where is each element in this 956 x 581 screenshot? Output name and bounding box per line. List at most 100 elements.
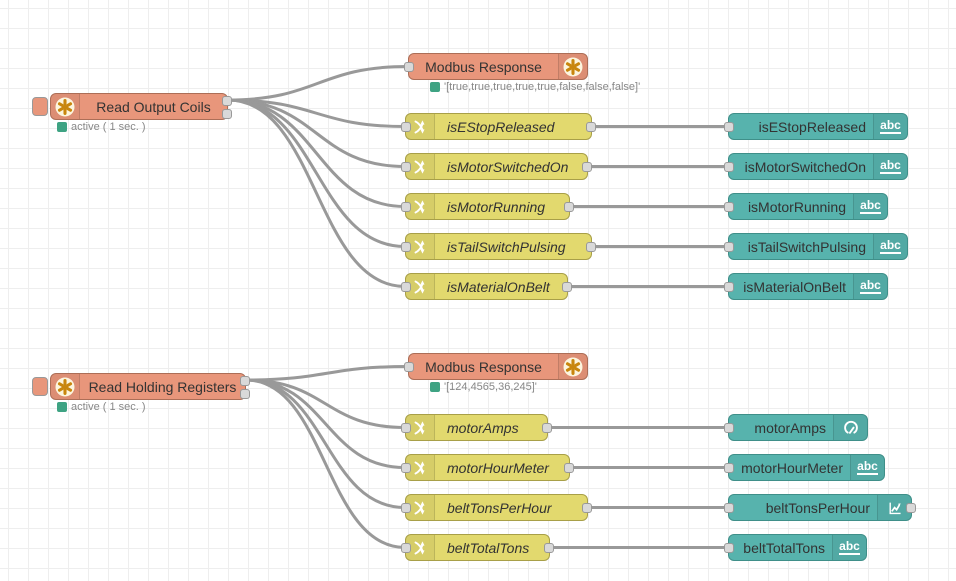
- node-switch-isTailSwitchPulsing[interactable]: isTailSwitchPulsing: [401, 233, 596, 260]
- node-switch-isMotorSwitchedOn[interactable]: isMotorSwitchedOn: [401, 153, 592, 180]
- wire[interactable]: [226, 65, 410, 102]
- output-port-1[interactable]: [222, 96, 232, 106]
- node-action-button[interactable]: [32, 97, 48, 116]
- status-text: '[124,4565,36,245]': [444, 381, 537, 393]
- node-text-beltTotalTons[interactable]: beltTotalTons abc: [724, 534, 867, 561]
- gauge-icon: [833, 415, 867, 440]
- node-text-isMotorSwitchedOn[interactable]: isMotorSwitchedOn abc: [724, 153, 908, 180]
- abc-icon: abc: [873, 154, 907, 179]
- node-gauge-motorAmps[interactable]: motorAmps: [724, 414, 868, 441]
- node-label: beltTotalTons: [743, 539, 825, 556]
- input-port[interactable]: [724, 502, 734, 513]
- output-port[interactable]: [582, 502, 592, 513]
- node-switch-isEStopReleased[interactable]: isEStopReleased: [401, 113, 596, 140]
- node-status: active ( 1 sec. ): [57, 401, 146, 413]
- input-port[interactable]: [724, 281, 734, 292]
- wire[interactable]: [244, 365, 410, 382]
- node-label: isTailSwitchPulsing: [747, 238, 866, 255]
- wire[interactable]: [244, 378, 407, 549]
- node-action-button[interactable]: [32, 377, 48, 396]
- abc-icon: abc: [850, 455, 884, 480]
- modbus-flower-icon: [558, 54, 587, 79]
- output-port-1[interactable]: [240, 376, 250, 386]
- input-port[interactable]: [724, 462, 734, 473]
- output-port-2[interactable]: [240, 389, 250, 399]
- node-label: motorHourMeter: [741, 459, 843, 476]
- output-port[interactable]: [582, 161, 592, 172]
- line-chart-icon: [877, 495, 911, 520]
- input-port[interactable]: [401, 161, 411, 172]
- abc-icon: abc: [873, 114, 907, 139]
- input-port[interactable]: [724, 121, 734, 132]
- modbus-flower-icon: [51, 94, 80, 119]
- node-switch-isMaterialOnBelt[interactable]: isMaterialOnBelt: [401, 273, 572, 300]
- node-label: beltTotalTons: [447, 539, 530, 556]
- node-text-isEStopReleased[interactable]: isEStopReleased abc: [724, 113, 908, 140]
- input-port[interactable]: [404, 61, 414, 72]
- node-read-holding-registers[interactable]: Read Holding Registers: [32, 373, 250, 400]
- output-port-2[interactable]: [222, 109, 232, 119]
- node-chart-beltTonsPerHour[interactable]: beltTonsPerHour: [724, 494, 916, 521]
- output-port[interactable]: [564, 462, 574, 473]
- node-modbus-response-bottom[interactable]: Modbus Response: [404, 353, 588, 380]
- status-dot-icon: [430, 382, 440, 392]
- output-port[interactable]: [564, 201, 574, 212]
- status-dot-icon: [57, 122, 67, 132]
- wire[interactable]: [244, 378, 407, 429]
- status-text: active ( 1 sec. ): [71, 401, 146, 413]
- node-label: Modbus Response: [425, 58, 542, 75]
- output-port[interactable]: [906, 502, 916, 513]
- node-label: isTailSwitchPulsing: [447, 238, 566, 255]
- output-port[interactable]: [562, 281, 572, 292]
- node-label: isMotorSwitchedOn: [744, 158, 866, 175]
- input-port[interactable]: [724, 422, 734, 433]
- wire[interactable]: [244, 378, 407, 469]
- wire[interactable]: [226, 98, 407, 248]
- input-port[interactable]: [401, 121, 411, 132]
- node-text-isTailSwitchPulsing[interactable]: isTailSwitchPulsing abc: [724, 233, 908, 260]
- wire[interactable]: [226, 98, 407, 208]
- abc-icon: abc: [832, 535, 866, 560]
- input-port[interactable]: [401, 422, 411, 433]
- input-port[interactable]: [724, 241, 734, 252]
- node-switch-beltTotalTons[interactable]: beltTotalTons: [401, 534, 554, 561]
- input-port[interactable]: [401, 281, 411, 292]
- input-port[interactable]: [401, 462, 411, 473]
- abc-icon: abc: [873, 234, 907, 259]
- input-port[interactable]: [724, 542, 734, 553]
- node-label: isMotorRunning: [447, 198, 546, 215]
- node-read-output-coils[interactable]: Read Output Coils: [32, 93, 232, 120]
- node-label: isMaterialOnBelt: [447, 278, 550, 295]
- output-port[interactable]: [544, 542, 554, 553]
- wire[interactable]: [244, 378, 407, 509]
- node-text-isMotorRunning[interactable]: isMotorRunning abc: [724, 193, 888, 220]
- node-text-isMaterialOnBelt[interactable]: isMaterialOnBelt abc: [724, 273, 888, 300]
- node-label: beltTonsPerHour: [765, 499, 870, 516]
- output-port[interactable]: [586, 121, 596, 132]
- input-port[interactable]: [404, 361, 414, 372]
- node-label: Read Output Coils: [96, 98, 211, 115]
- node-switch-motorHourMeter[interactable]: motorHourMeter: [401, 454, 574, 481]
- input-port[interactable]: [401, 201, 411, 212]
- input-port[interactable]: [401, 502, 411, 513]
- wire[interactable]: [226, 98, 407, 128]
- node-switch-beltTonsPerHour[interactable]: beltTonsPerHour: [401, 494, 592, 521]
- node-modbus-response-top[interactable]: Modbus Response: [404, 53, 588, 80]
- node-switch-isMotorRunning[interactable]: isMotorRunning: [401, 193, 574, 220]
- input-port[interactable]: [724, 161, 734, 172]
- input-port[interactable]: [401, 241, 411, 252]
- input-port[interactable]: [724, 201, 734, 212]
- input-port[interactable]: [401, 542, 411, 553]
- status-dot-icon: [57, 402, 67, 412]
- wire[interactable]: [226, 98, 407, 288]
- node-label: isEStopReleased: [758, 118, 866, 135]
- abc-icon: abc: [853, 274, 887, 299]
- node-label: isMotorRunning: [747, 198, 846, 215]
- node-text-motorHourMeter[interactable]: motorHourMeter abc: [724, 454, 885, 481]
- output-port[interactable]: [586, 241, 596, 252]
- wire[interactable]: [226, 98, 407, 168]
- output-port[interactable]: [542, 422, 552, 433]
- node-switch-motorAmps[interactable]: motorAmps: [401, 414, 552, 441]
